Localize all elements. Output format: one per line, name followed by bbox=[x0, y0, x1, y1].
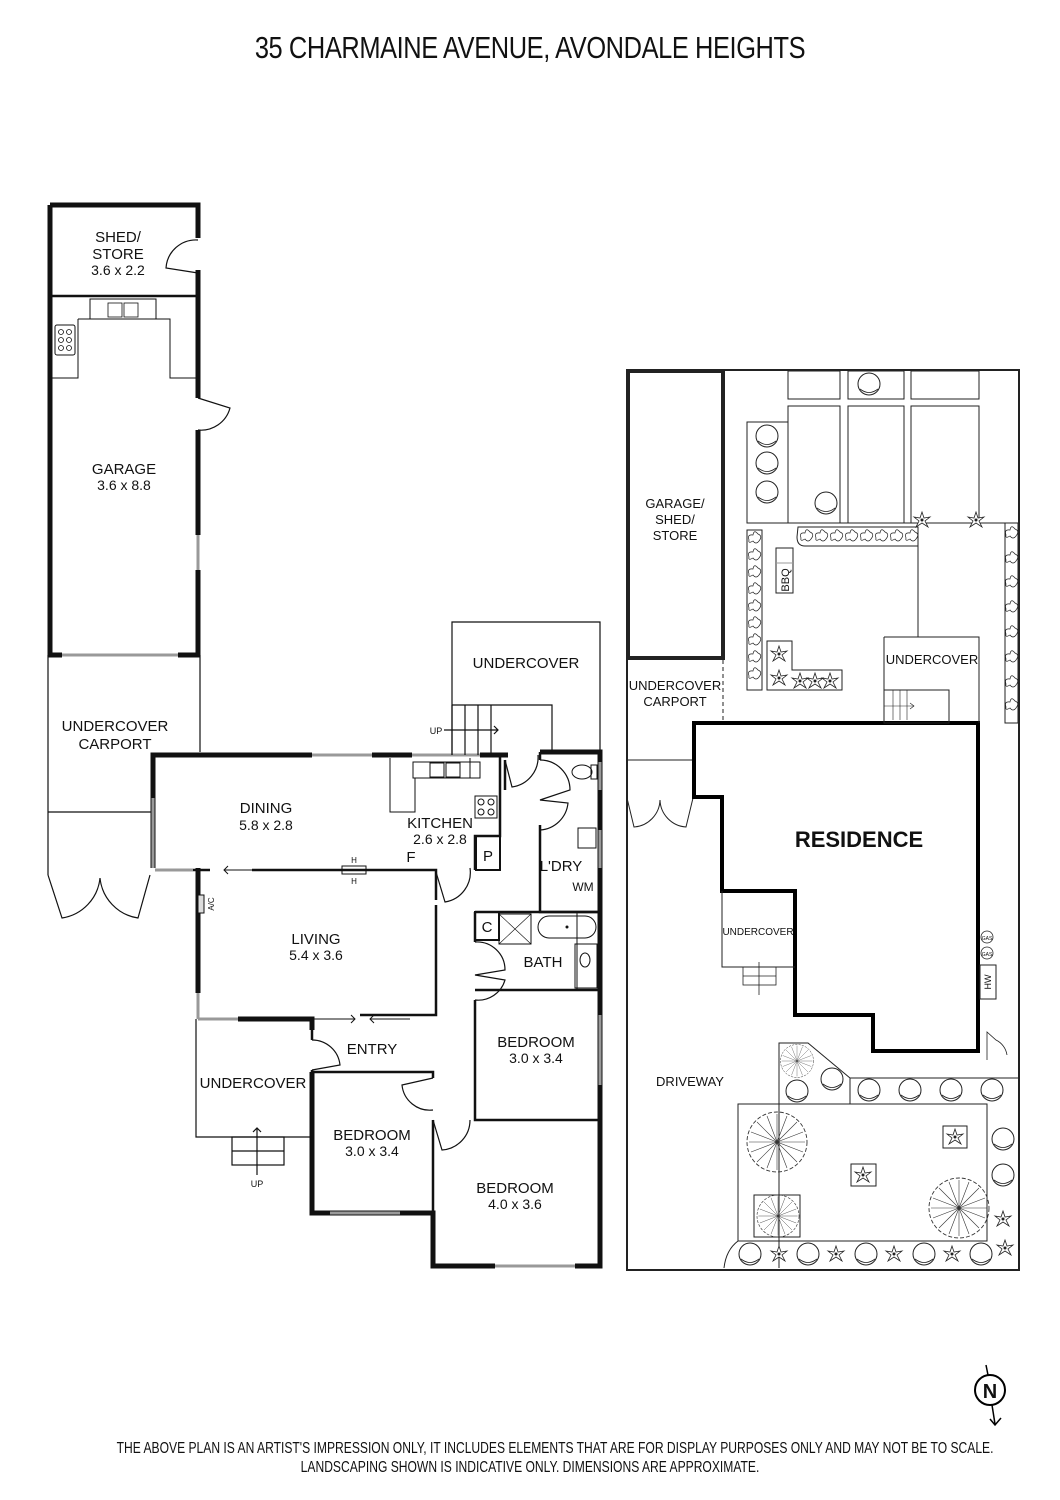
site-carport-label-1: UNDERCOVER bbox=[629, 678, 721, 693]
ac-label: A/C bbox=[207, 897, 216, 911]
entry-label: ENTRY bbox=[347, 1041, 398, 1058]
interior-walls bbox=[193, 752, 600, 1213]
garage-shed-label-3: STORE bbox=[653, 528, 698, 543]
cupboard-label: C bbox=[482, 919, 493, 936]
up-label-front: UP bbox=[251, 1179, 264, 1189]
bath-fixtures bbox=[474, 764, 598, 990]
plants bbox=[738, 372, 1019, 1266]
garage-block bbox=[47, 202, 231, 658]
living-dims: 5.4 x 3.6 bbox=[289, 947, 343, 963]
north-arrow-icon: N bbox=[974, 1364, 1006, 1427]
floor-plan-labels: SHED/ STORE 3.6 x 2.2 GARAGE 3.6 x 8.8 U… bbox=[62, 229, 594, 1212]
site-plan-labels: GARAGE/ SHED/ STORE UNDERCOVER CARPORT U… bbox=[629, 496, 993, 1089]
rear-garden bbox=[746, 370, 1019, 724]
fridge-label: F bbox=[406, 849, 415, 866]
pantry-label: P bbox=[483, 848, 493, 865]
bedroom1-label: BEDROOM bbox=[497, 1034, 575, 1051]
shed-label: SHED/ bbox=[95, 229, 142, 246]
bedroom3-dims: 4.0 x 3.6 bbox=[488, 1196, 542, 1212]
bbq-label: BBQ bbox=[780, 568, 792, 592]
rear-undercover-label: UNDERCOVER bbox=[473, 655, 580, 672]
kitchen-dims: 2.6 x 2.8 bbox=[413, 831, 467, 847]
hot-water-label: HW bbox=[983, 974, 993, 989]
garage-label: GARAGE bbox=[92, 461, 156, 478]
north-label: N bbox=[983, 1381, 997, 1403]
garage-shed-label-1: GARAGE/ bbox=[645, 496, 705, 511]
site-plan bbox=[626, 369, 1020, 1271]
laundry-label: L'DRY bbox=[540, 858, 583, 875]
kitchen-joinery bbox=[389, 758, 501, 871]
shed-label-2: STORE bbox=[92, 246, 143, 263]
disclaimer-line-2: LANDSCAPING SHOWN IS INDICATIVE ONLY. DI… bbox=[300, 1459, 760, 1476]
driveway-label: DRIVEWAY bbox=[656, 1074, 724, 1089]
garage-shed-label-2: SHED/ bbox=[655, 512, 695, 527]
front-undercover bbox=[195, 1019, 312, 1175]
living-label: LIVING bbox=[291, 931, 340, 948]
bedroom3-label: BEDROOM bbox=[476, 1180, 554, 1197]
bedroom2-dims: 3.0 x 3.4 bbox=[345, 1143, 399, 1159]
carport-label-2: CARPORT bbox=[78, 736, 151, 753]
front-undercover-label: UNDERCOVER bbox=[200, 1075, 307, 1092]
gas-meter-2-label: GAS bbox=[982, 952, 993, 958]
dining-label: DINING bbox=[240, 800, 293, 817]
front-garden bbox=[723, 1031, 1019, 1269]
rear-undercover bbox=[444, 621, 601, 755]
site-side-undercover-label: UNDERCOVER bbox=[722, 927, 793, 938]
doors bbox=[311, 754, 571, 1151]
kitchen-label: KITCHEN bbox=[407, 815, 473, 832]
site-carport-label-2: CARPORT bbox=[643, 694, 706, 709]
heater-label-top: H bbox=[351, 856, 357, 865]
floor-plan bbox=[47, 202, 603, 1269]
dining-dims: 5.8 x 2.8 bbox=[239, 817, 293, 833]
bedroom1-dims: 3.0 x 3.4 bbox=[509, 1050, 563, 1066]
residence-label: RESIDENCE bbox=[795, 827, 923, 852]
washing-machine-label: WM bbox=[572, 880, 593, 894]
carport-label: UNDERCOVER bbox=[62, 718, 169, 735]
carport bbox=[47, 655, 201, 919]
disclaimer-line-1: THE ABOVE PLAN IS AN ARTIST'S IMPRESSION… bbox=[116, 1440, 994, 1457]
shed-dims: 3.6 x 2.2 bbox=[91, 262, 145, 278]
bedroom2-label: BEDROOM bbox=[333, 1127, 411, 1144]
site-rear-undercover-label: UNDERCOVER bbox=[886, 652, 978, 667]
gas-meter-1-label: GAS bbox=[982, 936, 993, 942]
page-title: 35 CHARMAINE AVENUE, AVONDALE HEIGHTS bbox=[254, 30, 806, 65]
heater-label-bottom: H bbox=[351, 877, 357, 886]
garage-dims: 3.6 x 8.8 bbox=[97, 477, 151, 493]
up-label-rear: UP bbox=[430, 726, 443, 736]
bath-label: BATH bbox=[524, 954, 563, 971]
